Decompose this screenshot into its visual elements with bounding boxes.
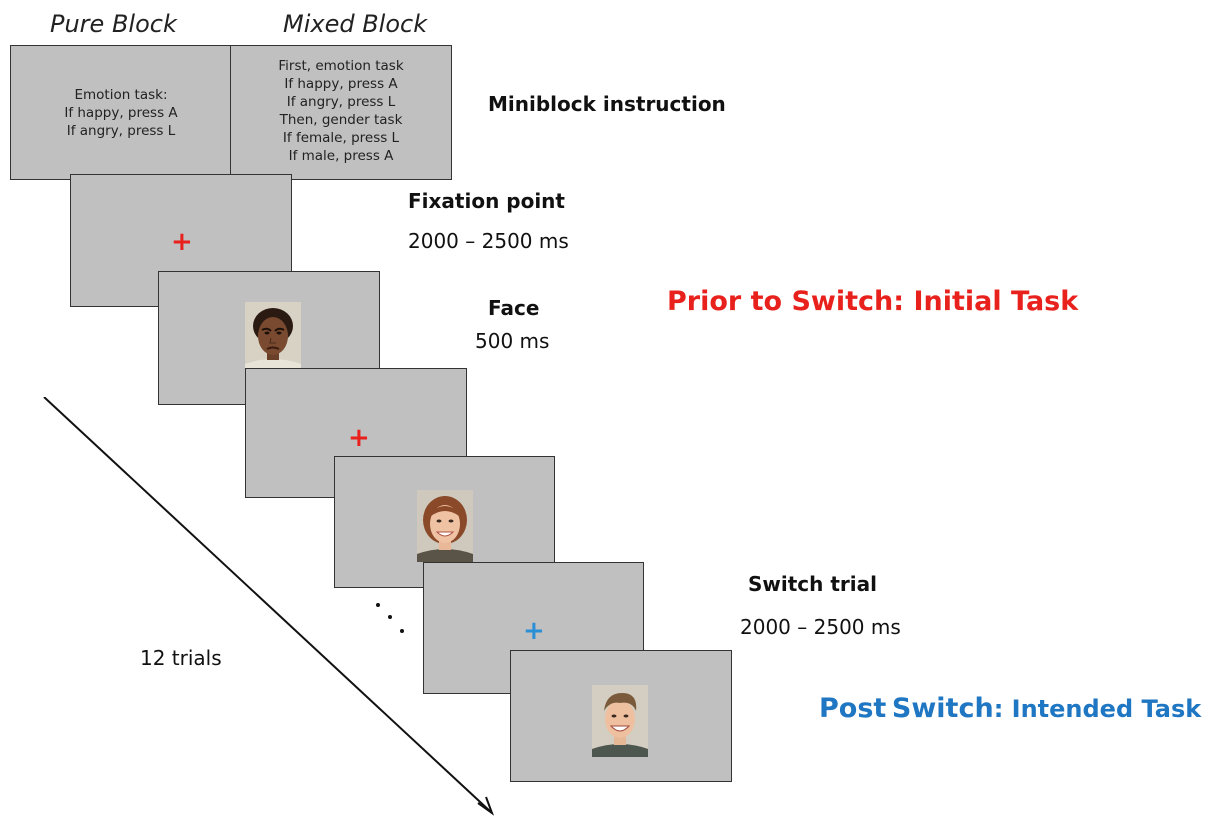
face-screen-2 (334, 456, 555, 588)
mixed-instruction-screen: First, emotion task If happy, press A If… (230, 45, 452, 180)
fixation-cross-icon: + (348, 423, 370, 453)
trials-arrow-icon (43, 397, 495, 816)
happy-male-face (592, 685, 648, 757)
switch-word: Switch (891, 693, 994, 724)
switch-duration-label: 2000 – 2500 ms (740, 615, 901, 639)
face-label: Face (488, 296, 540, 320)
miniblock-instruction-label: Miniblock instruction (488, 92, 726, 116)
ellipsis-dots (374, 600, 408, 636)
pure-block-header: Pure Block (50, 10, 177, 38)
pure-instruction-text: Emotion task: If happy, press A If angry… (11, 86, 231, 140)
mixed-instruction-text: First, emotion task If happy, press A If… (231, 57, 451, 165)
fixation-point-label: Fixation point (408, 189, 565, 213)
face-duration-label: 500 ms (475, 329, 550, 353)
intended-task-text: : Intended Task (993, 695, 1202, 723)
pure-instruction-line: Emotion task: (74, 87, 168, 103)
pure-instruction-line: If angry, press L (66, 123, 176, 139)
happy-female-face (417, 490, 473, 562)
switch-trial-label: Switch trial (748, 572, 877, 596)
trials-count-label: 12 trials (140, 646, 222, 670)
pure-instruction-line: If happy, press A (64, 105, 178, 121)
fixation-cross-icon: + (171, 227, 193, 257)
prior-switch-phase-label: Prior to Switch: Initial Task (667, 286, 1079, 317)
post-word: Post (819, 693, 887, 724)
mixed-block-header: Mixed Block (283, 10, 428, 38)
mixed-instruction-line: If female, press L (282, 130, 400, 146)
switch-cross-icon: + (523, 616, 545, 646)
mixed-instruction-line: First, emotion task (278, 58, 404, 74)
mixed-instruction-line: If male, press A (288, 148, 394, 164)
angry-female-face (245, 302, 301, 372)
face-screen-3 (510, 650, 732, 782)
post-switch-phase-label: Post Switch: Intended Task (819, 693, 1201, 724)
fixation-duration-label: 2000 – 2500 ms (408, 229, 569, 253)
mixed-instruction-line: If angry, press L (286, 94, 396, 110)
pure-instruction-screen: Emotion task: If happy, press A If angry… (10, 45, 232, 180)
mixed-instruction-line: Then, gender task (279, 112, 403, 128)
mixed-instruction-line: If happy, press A (284, 76, 398, 92)
